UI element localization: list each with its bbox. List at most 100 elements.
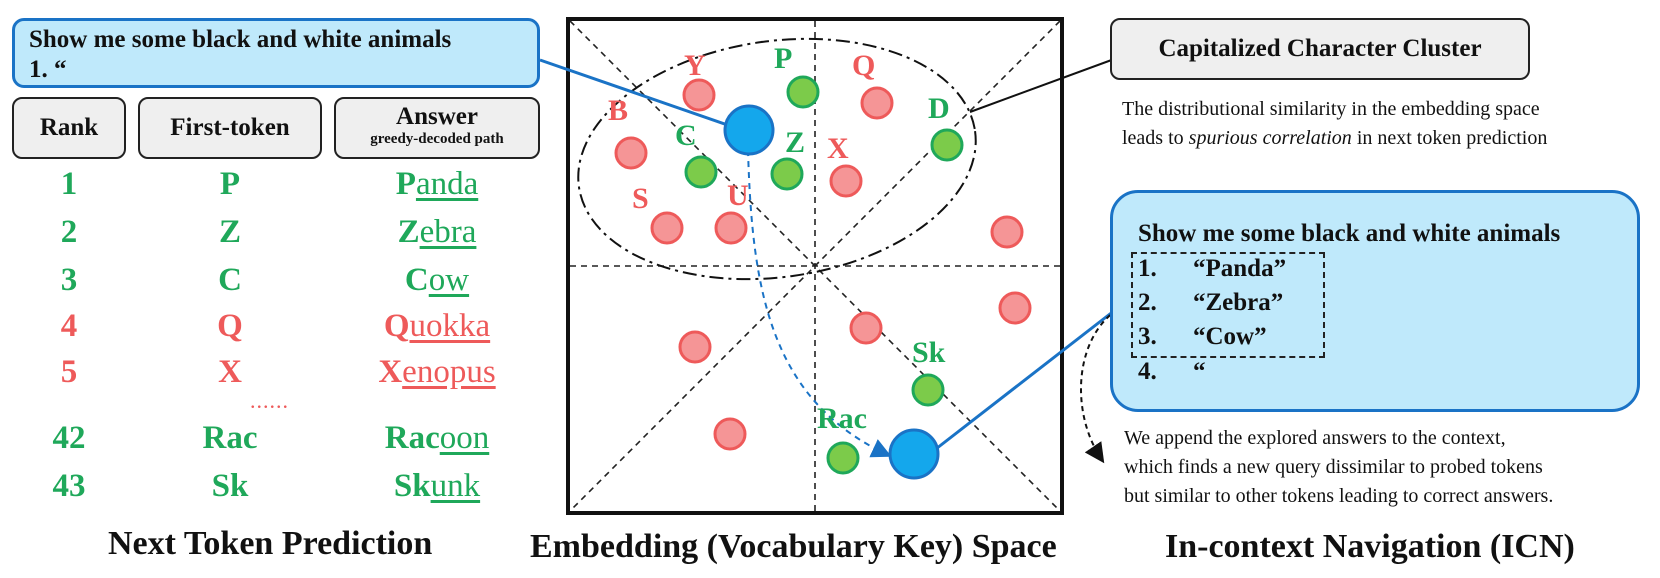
answer-continuation: uokka: [409, 308, 491, 344]
table-row-token: Sk: [211, 468, 249, 504]
dot-d: [930, 128, 964, 162]
icn-appended-answers: [1131, 252, 1325, 358]
cluster-connector: [969, 57, 1118, 113]
table-ellipsis: ......: [250, 388, 289, 413]
icn-item-text: “: [1193, 358, 1206, 385]
table-row-token: Z: [218, 214, 241, 250]
label-s: S: [632, 182, 649, 215]
table-row-token: Rac: [202, 420, 258, 456]
answer-first-token: Q: [383, 308, 410, 344]
table-row-rank: 43: [52, 468, 86, 504]
dot-red-center: [849, 311, 883, 345]
icn-item-text: “Panda”: [1193, 255, 1287, 282]
icn-connector: [931, 298, 1129, 454]
table-row-token: X: [218, 354, 242, 390]
icn-item-number: 3.: [1138, 323, 1157, 350]
dot-p: [786, 75, 820, 109]
answer-continuation: ow: [428, 262, 470, 298]
label-rac: Rac: [817, 402, 867, 435]
table-row-rank: 1: [60, 166, 78, 202]
dot-red-bottom: [713, 417, 747, 451]
table-row-answer: Xenopus: [334, 354, 540, 390]
table-row-rank: 42: [52, 420, 86, 456]
icn-item-text: “Cow”: [1193, 323, 1267, 350]
answer-first-token: Rac: [384, 420, 440, 456]
dot-z: [770, 157, 804, 191]
answer-continuation: unk: [430, 468, 481, 504]
table-row-answer: Zebra: [334, 214, 540, 250]
dot-u: [714, 211, 748, 245]
header-answer: Answer greedy-decoded path: [334, 97, 540, 159]
answer-continuation: anda: [415, 166, 479, 202]
embedding-frame: [566, 17, 1064, 515]
icn-box: [1110, 190, 1640, 412]
incorrect-token-dots: [614, 78, 1032, 451]
label-q: Q: [852, 49, 875, 82]
icn-prompt: Show me some black and white animals: [1138, 220, 1561, 247]
label-sk: Sk: [912, 336, 946, 369]
dot-q: [860, 86, 894, 120]
dot-b: [614, 136, 648, 170]
embedding-axes: [569, 20, 1061, 512]
dot-red-left: [678, 330, 712, 364]
append-arrow: [1080, 304, 1126, 464]
answer-continuation: enopus: [402, 354, 496, 390]
navigation-arrow: [747, 149, 892, 458]
dot-x: [829, 164, 863, 198]
answer-continuation: ebra: [419, 214, 477, 250]
icn-item-number: 4.: [1138, 358, 1157, 385]
icn-item-number: 1.: [1138, 255, 1157, 282]
table-row-answer: Racoon: [334, 420, 540, 456]
table-row-rank: 5: [60, 354, 78, 390]
title-embedding-space: Embedding (Vocabulary Key) Space: [530, 528, 1057, 565]
table-row-rank: 4: [60, 308, 78, 344]
label-p: P: [774, 42, 792, 75]
header-rank: Rank: [12, 97, 126, 159]
table-row-answer: Cow: [334, 262, 540, 298]
table-row-token: Q: [217, 308, 243, 344]
dot-y: [682, 78, 716, 112]
label-z: Z: [785, 126, 805, 159]
prompt-connector: [539, 58, 743, 132]
header-first-token: First-token: [138, 97, 322, 159]
query-dot-initial: [723, 104, 775, 156]
table-row-answer: Skunk: [334, 468, 540, 504]
answer-first-token: C: [404, 262, 429, 298]
table-row-token: C: [218, 262, 242, 298]
dot-s: [650, 211, 684, 245]
correct-token-dots: [684, 75, 964, 475]
title-icn: In-context Navigation (ICN): [1165, 528, 1575, 565]
prompt-line2: 1. “: [29, 56, 67, 83]
table-row-rank: 3: [60, 262, 78, 298]
dot-red-right: [990, 215, 1024, 249]
dot-sk: [911, 373, 945, 407]
dot-rac: [826, 441, 860, 475]
label-d: D: [928, 92, 950, 125]
table-row-rank: 2: [60, 214, 78, 250]
cluster-box: Capitalized Character Cluster: [1110, 18, 1530, 80]
query-dot-new: [888, 428, 940, 480]
dot-red-right-low: [998, 291, 1032, 325]
dot-c: [684, 155, 718, 189]
table-row-answer: Quokka: [334, 308, 540, 344]
icn-item-number: 2.: [1138, 289, 1157, 316]
answer-first-token: Sk: [393, 468, 431, 504]
answer-first-token: P: [395, 166, 416, 202]
prompt-line1: Show me some black and white animals: [29, 26, 452, 53]
answer-first-token: X: [378, 354, 403, 390]
table-row-answer: Panda: [334, 166, 540, 202]
label-b: B: [608, 94, 628, 127]
label-u: U: [727, 179, 749, 212]
icn-caption: We append the explored answers to the co…: [1124, 427, 1554, 507]
table-row-token: P: [219, 166, 241, 202]
answer-first-token: Z: [397, 214, 420, 250]
prompt-box: Show me some black and white animals 1. …: [12, 18, 540, 88]
icn-item-text: “Zebra”: [1193, 289, 1284, 316]
title-next-token-prediction: Next Token Prediction: [108, 525, 433, 562]
label-y: Y: [684, 49, 706, 82]
answer-continuation: oon: [439, 420, 490, 456]
cluster-caption: The distributional similarity in the emb…: [1122, 98, 1548, 149]
label-x: X: [827, 132, 849, 165]
label-c: C: [675, 119, 697, 152]
